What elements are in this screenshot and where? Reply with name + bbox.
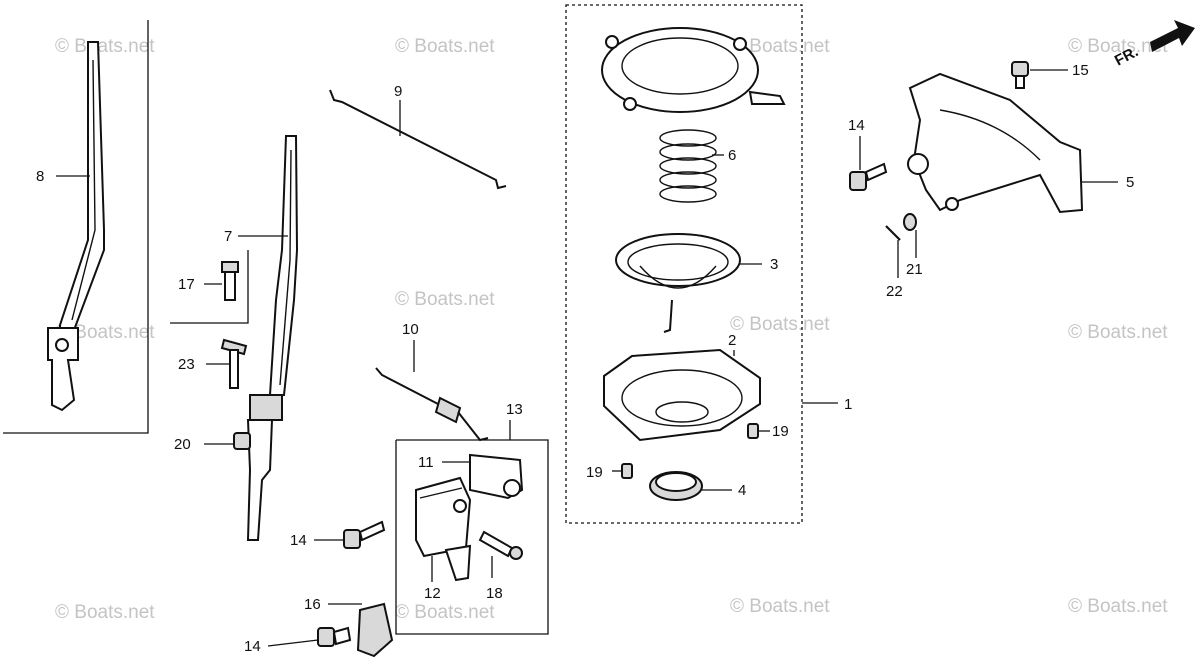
- callout-22: 22: [886, 283, 903, 300]
- arrow-icon: [1150, 20, 1195, 52]
- part-5-bracket: [907, 72, 1084, 214]
- callout-16: 16: [304, 596, 321, 613]
- part-13-assembly-box: [395, 420, 549, 635]
- watermark: © Boats.net: [1068, 322, 1168, 343]
- part-1-assembly-box: [565, 4, 838, 524]
- part-12-block: [415, 476, 472, 582]
- watermark: © Boats.net: [55, 36, 155, 57]
- part-3-diaphragm: [615, 233, 741, 333]
- callout-labels: 1 2 3 4 5 6 7 8 9 10 11 12 13 14 14 14 1…: [36, 62, 1134, 655]
- part-11-bracket: [469, 453, 524, 500]
- callout-14: 14: [848, 117, 865, 134]
- watermarks: © Boats.net © Boats.net © Boats.net © Bo…: [55, 36, 1168, 623]
- part-7-control-arm: [170, 135, 299, 541]
- part-14-bolt-bottom: [317, 626, 352, 647]
- watermark: © Boats.net: [730, 596, 830, 617]
- part-15-bolt: [1011, 61, 1029, 89]
- watermark: © Boats.net: [730, 314, 830, 335]
- part-21-washer: [903, 213, 917, 231]
- callout-18: 18: [486, 585, 503, 602]
- callout-1: 1: [844, 396, 852, 413]
- top-cover: [601, 27, 786, 113]
- callout-8: 8: [36, 168, 44, 185]
- callout-11: 11: [418, 454, 434, 471]
- part-23-t-bolt: [220, 338, 248, 389]
- callout-14: 14: [290, 532, 307, 549]
- callout-5: 5: [1126, 174, 1134, 191]
- callout-3: 3: [770, 256, 778, 273]
- callout-20: 20: [174, 436, 191, 453]
- part-2-base: [603, 348, 761, 442]
- watermark: © Boats.net: [395, 602, 495, 623]
- part-9-rod: [329, 89, 507, 190]
- part-19-fitting-right: [747, 423, 759, 439]
- part-4-cap: [649, 471, 703, 501]
- callout-23: 23: [178, 356, 195, 373]
- callout-9: 9: [394, 83, 402, 100]
- watermark: © Boats.net: [395, 36, 495, 57]
- callout-21: 21: [906, 261, 923, 278]
- part-17-bolt: [221, 261, 239, 301]
- part-8-control-arm: [3, 20, 149, 434]
- callout-10: 10: [402, 321, 419, 338]
- part-14-bolt-left: [343, 520, 386, 549]
- callout-13: 13: [506, 401, 523, 418]
- callout-2: 2: [728, 332, 736, 349]
- callout-12: 12: [424, 585, 441, 602]
- watermark: © Boats.net: [1068, 596, 1168, 617]
- part-22-pin: [885, 225, 901, 241]
- callout-14: 14: [244, 638, 261, 655]
- callout-7: 7: [224, 228, 232, 245]
- part-6-spring: [659, 129, 717, 203]
- part-10-spring: [375, 367, 489, 442]
- callout-15: 15: [1072, 62, 1089, 79]
- part-20-nut: [233, 432, 251, 450]
- watermark: © Boats.net: [55, 602, 155, 623]
- leader-lines: [56, 69, 1118, 647]
- watermark: © Boats.net: [730, 36, 830, 57]
- part-18-bolt: [478, 530, 523, 560]
- callout-19: 19: [586, 464, 603, 481]
- callout-6: 6: [728, 147, 736, 164]
- watermark: © Boats.net: [395, 289, 495, 310]
- part-19-fitting-left: [621, 463, 633, 479]
- part-16-clip: [356, 602, 394, 658]
- watermark: © Boats.net: [55, 322, 155, 343]
- callout-17: 17: [178, 276, 195, 293]
- part-14-bolt-right: [849, 162, 888, 191]
- callout-4: 4: [738, 482, 746, 499]
- watermark: © Boats.net: [1068, 36, 1168, 57]
- callout-19: 19: [772, 423, 789, 440]
